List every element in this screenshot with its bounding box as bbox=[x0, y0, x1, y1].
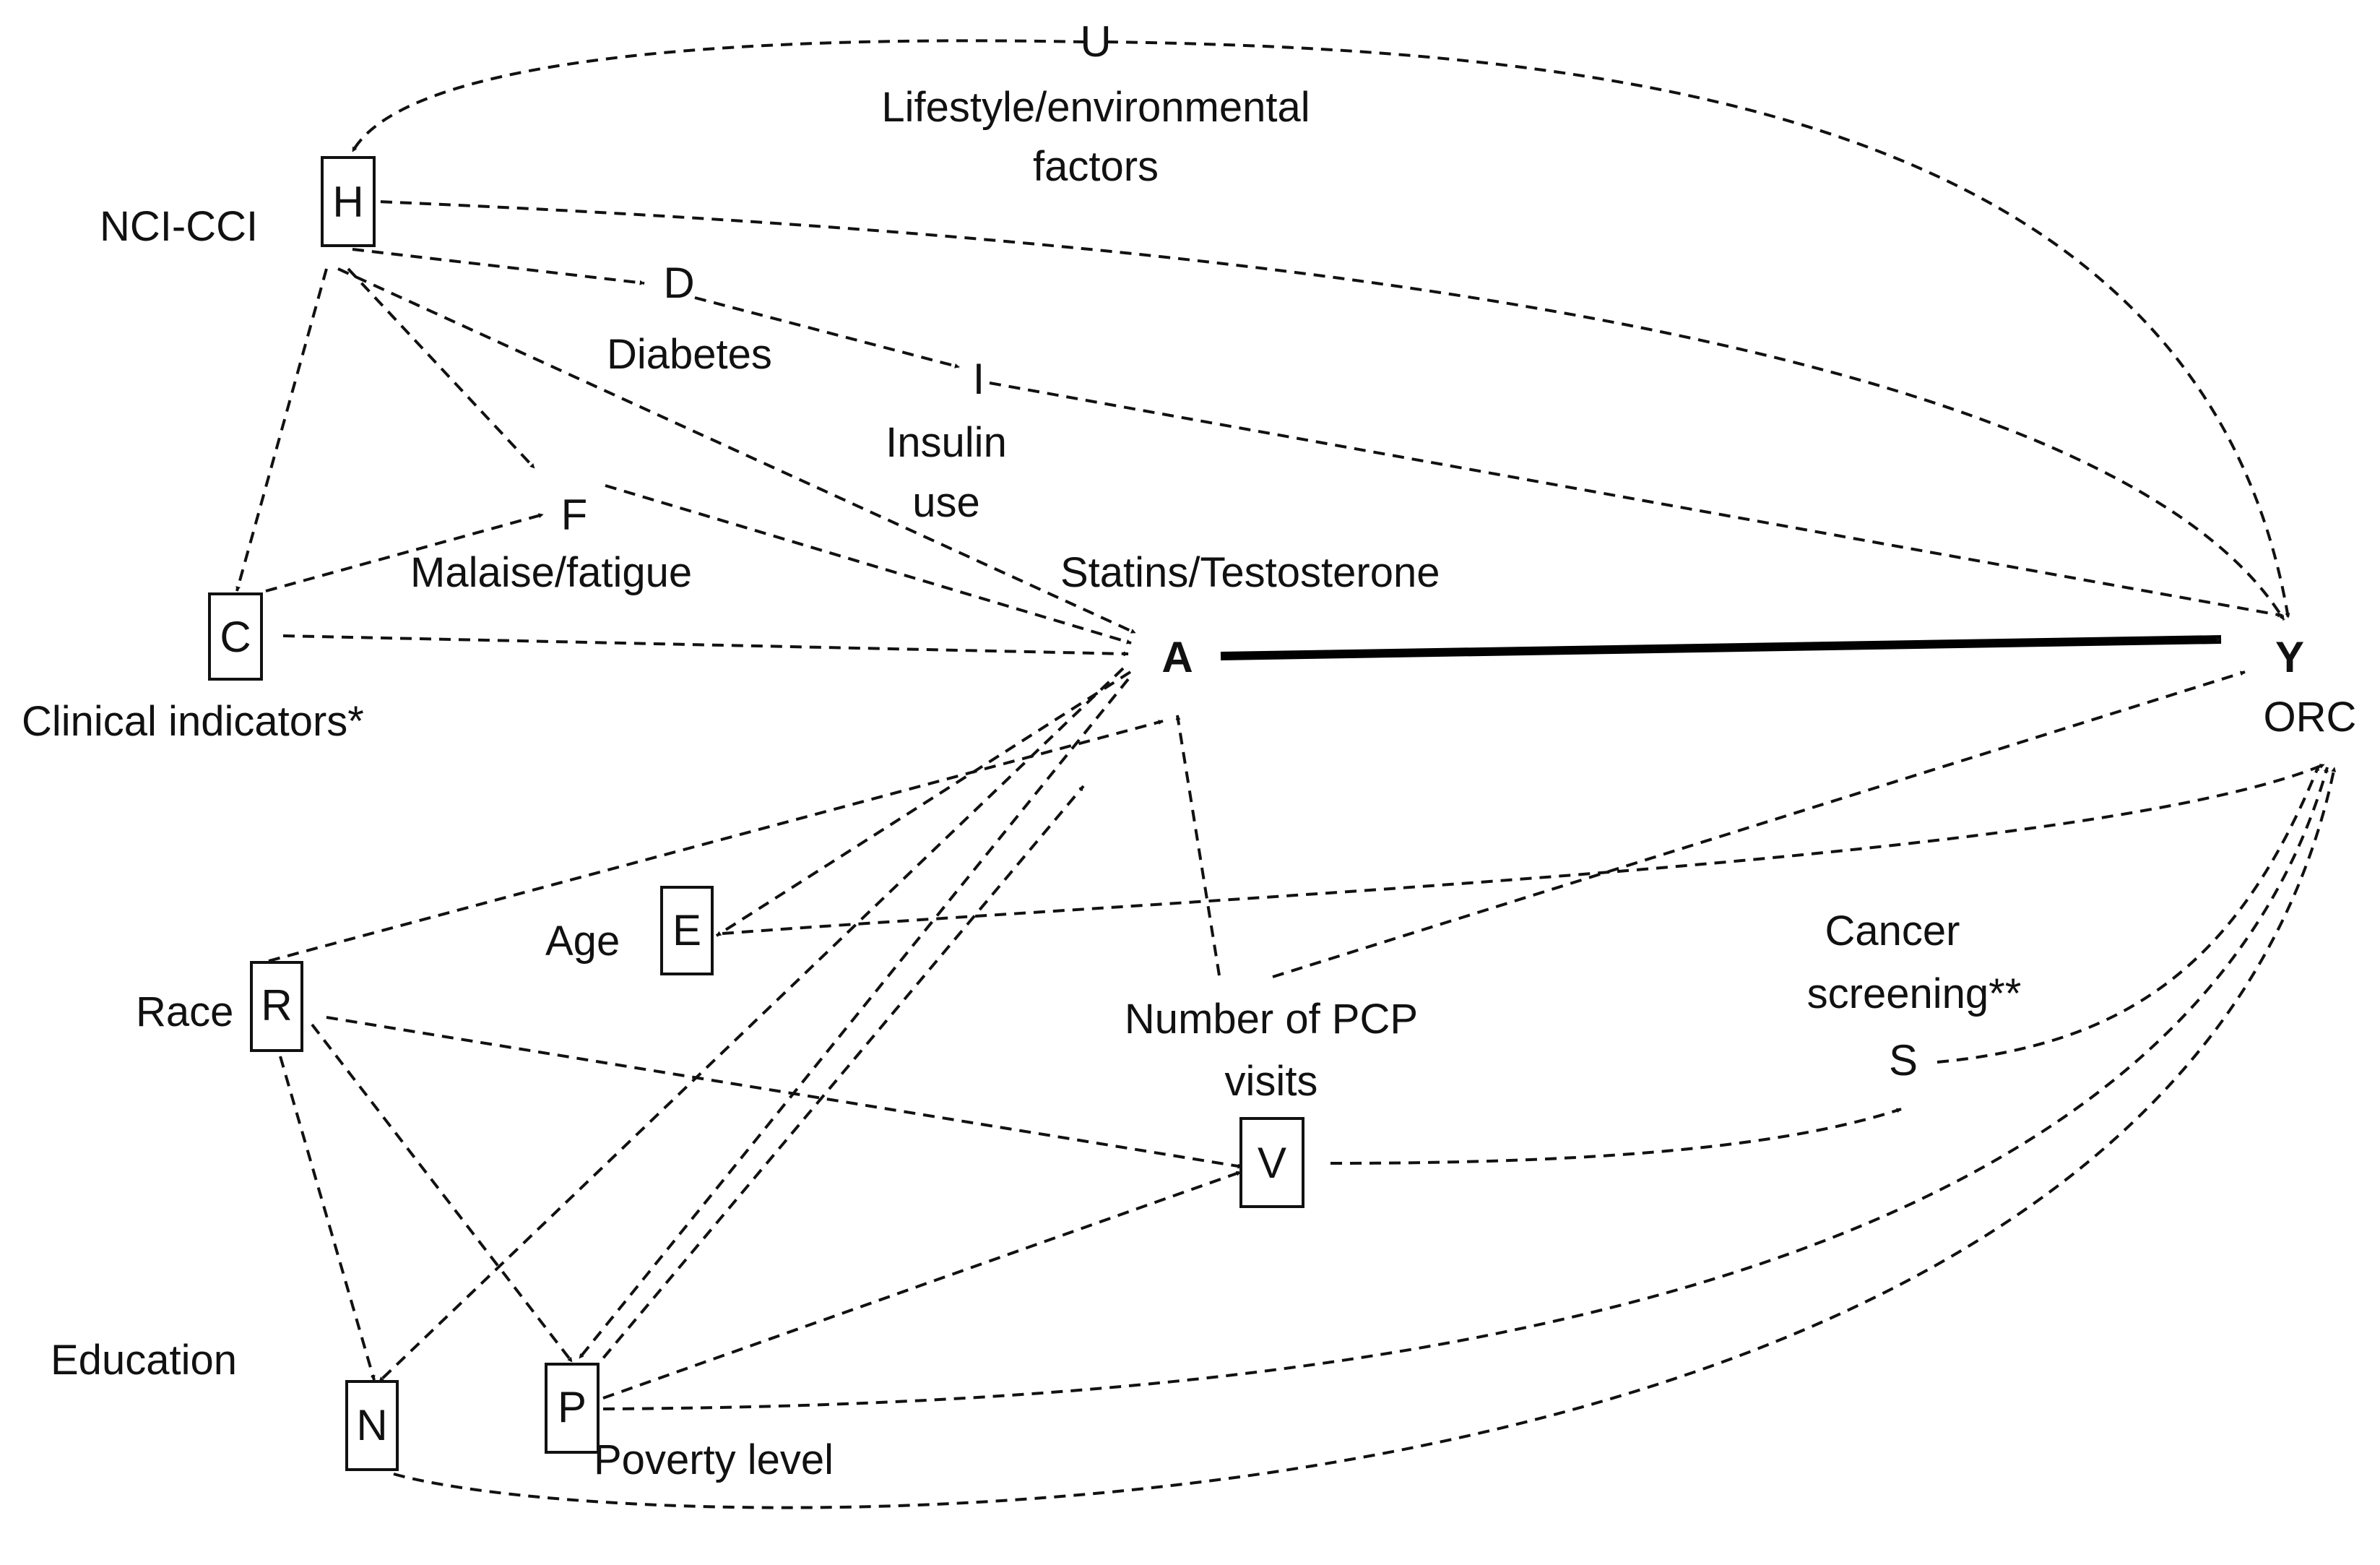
edge-v-s bbox=[1330, 1108, 1902, 1165]
node-e-label: Age bbox=[545, 918, 620, 965]
edge-h-c bbox=[235, 268, 328, 592]
node-y: Y ORC bbox=[2264, 633, 2357, 741]
node-s: Cancer screening** S bbox=[1807, 907, 2022, 1085]
node-y-label: ORC bbox=[2264, 694, 2357, 741]
node-u-label-line2: factors bbox=[1033, 143, 1159, 190]
edge-c-a bbox=[282, 634, 1129, 657]
node-u: U Lifestyle/environmental factors bbox=[881, 17, 1310, 190]
node-n-symbol: N bbox=[356, 1401, 387, 1449]
node-s-label-line1: Cancer bbox=[1825, 907, 1960, 954]
node-y-symbol: Y bbox=[2275, 633, 2304, 681]
node-v-label-line1: Number of PCP bbox=[1125, 996, 1418, 1043]
node-r-box bbox=[250, 961, 303, 1052]
node-p-label: Poverty level bbox=[594, 1436, 834, 1483]
edge-a-n bbox=[378, 667, 1125, 1383]
edge-h-y bbox=[360, 199, 2285, 621]
node-n: Education N bbox=[51, 1337, 399, 1471]
node-c-symbol: C bbox=[220, 613, 251, 661]
edge-r-a bbox=[268, 720, 1164, 962]
node-c-label: Clinical indicators* bbox=[22, 698, 364, 745]
edge-s-y bbox=[1937, 765, 2320, 1064]
node-c: C Clinical indicators* bbox=[22, 592, 364, 745]
edge-p-y bbox=[602, 767, 2329, 1410]
node-i-label-line2: use bbox=[912, 479, 980, 526]
edge-h-a bbox=[337, 267, 1136, 634]
edges bbox=[235, 39, 2337, 1509]
node-f-symbol: F bbox=[561, 491, 588, 539]
edge-i-y bbox=[989, 381, 2283, 618]
node-p-box bbox=[545, 1363, 600, 1454]
edge-n-y bbox=[393, 767, 2337, 1509]
node-u-label-line1: Lifestyle/environmental bbox=[881, 84, 1310, 131]
edge-u-y bbox=[1106, 40, 2290, 618]
node-n-box bbox=[345, 1380, 399, 1471]
node-h-symbol: H bbox=[332, 178, 363, 226]
node-i: I Insulin use bbox=[886, 355, 1007, 526]
edge-v-a bbox=[1175, 715, 1221, 976]
node-i-symbol: I bbox=[973, 355, 985, 403]
edge-h-d bbox=[352, 248, 645, 285]
node-h: H NCI-CCI bbox=[100, 156, 376, 250]
node-v-label-line2: visits bbox=[1225, 1058, 1318, 1105]
node-a-label: Statins/Testosterone bbox=[1060, 549, 1440, 596]
edge-a-e bbox=[715, 671, 1132, 937]
edge-r-p bbox=[311, 1023, 574, 1363]
node-a: Statins/Testosterone A bbox=[1060, 549, 1440, 681]
node-p-symbol: P bbox=[558, 1383, 587, 1431]
node-v-symbol: V bbox=[1258, 1139, 1286, 1187]
edge-d-i bbox=[694, 296, 960, 368]
node-d-label: Diabetes bbox=[607, 331, 772, 378]
node-f-label: Malaise/fatigue bbox=[410, 549, 692, 596]
edge-c-f bbox=[265, 513, 544, 592]
node-r-label: Race bbox=[136, 988, 233, 1035]
edge-a-p bbox=[578, 678, 1130, 1360]
node-v: Number of PCP visits V bbox=[1125, 996, 1418, 1208]
node-h-box bbox=[321, 156, 376, 247]
node-d-symbol: D bbox=[663, 259, 694, 307]
edge-p-v bbox=[602, 1170, 1242, 1400]
edge-u-h bbox=[351, 39, 1086, 152]
node-c-box bbox=[208, 592, 263, 681]
node-i-label-line1: Insulin bbox=[886, 419, 1007, 466]
edge-f-a bbox=[605, 484, 1132, 644]
node-e-box bbox=[660, 886, 714, 975]
node-d: D Diabetes bbox=[607, 259, 772, 378]
node-n-label: Education bbox=[51, 1337, 237, 1384]
node-a-symbol: A bbox=[1161, 633, 1193, 681]
node-r: R Race bbox=[136, 961, 303, 1052]
node-v-box bbox=[1239, 1117, 1304, 1208]
node-u-symbol: U bbox=[1080, 17, 1111, 66]
node-r-symbol: R bbox=[261, 981, 292, 1030]
edge-p-a bbox=[589, 785, 1085, 1374]
node-f: F Malaise/fatigue bbox=[410, 491, 692, 596]
edge-v-y bbox=[1272, 671, 2246, 978]
edge-h-f bbox=[347, 267, 536, 470]
node-s-label-line2: screening** bbox=[1807, 970, 2022, 1017]
edge-r-n bbox=[279, 1056, 376, 1381]
node-e: E Age bbox=[545, 886, 714, 975]
edge-a-y bbox=[1220, 635, 2222, 660]
node-e-symbol: E bbox=[672, 906, 701, 954]
node-s-symbol: S bbox=[1889, 1036, 1918, 1085]
edge-e-y bbox=[722, 763, 2325, 935]
node-p: P Poverty level bbox=[545, 1363, 834, 1483]
node-h-label: NCI-CCI bbox=[100, 203, 258, 250]
